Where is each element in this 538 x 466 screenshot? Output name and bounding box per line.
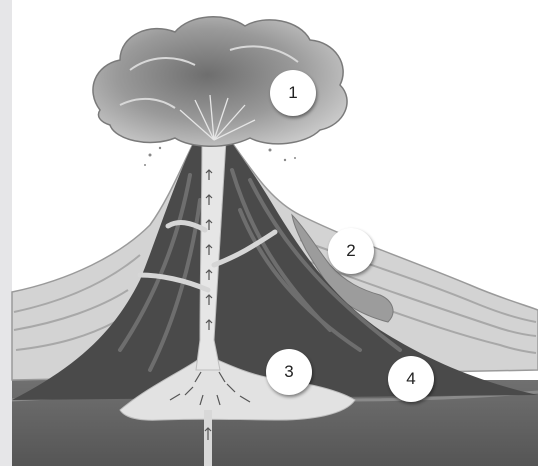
callout-4: 4 xyxy=(388,356,434,402)
callout-2: 2 xyxy=(328,228,374,274)
callout-1: 1 xyxy=(270,70,316,116)
callout-3: 3 xyxy=(266,349,312,395)
